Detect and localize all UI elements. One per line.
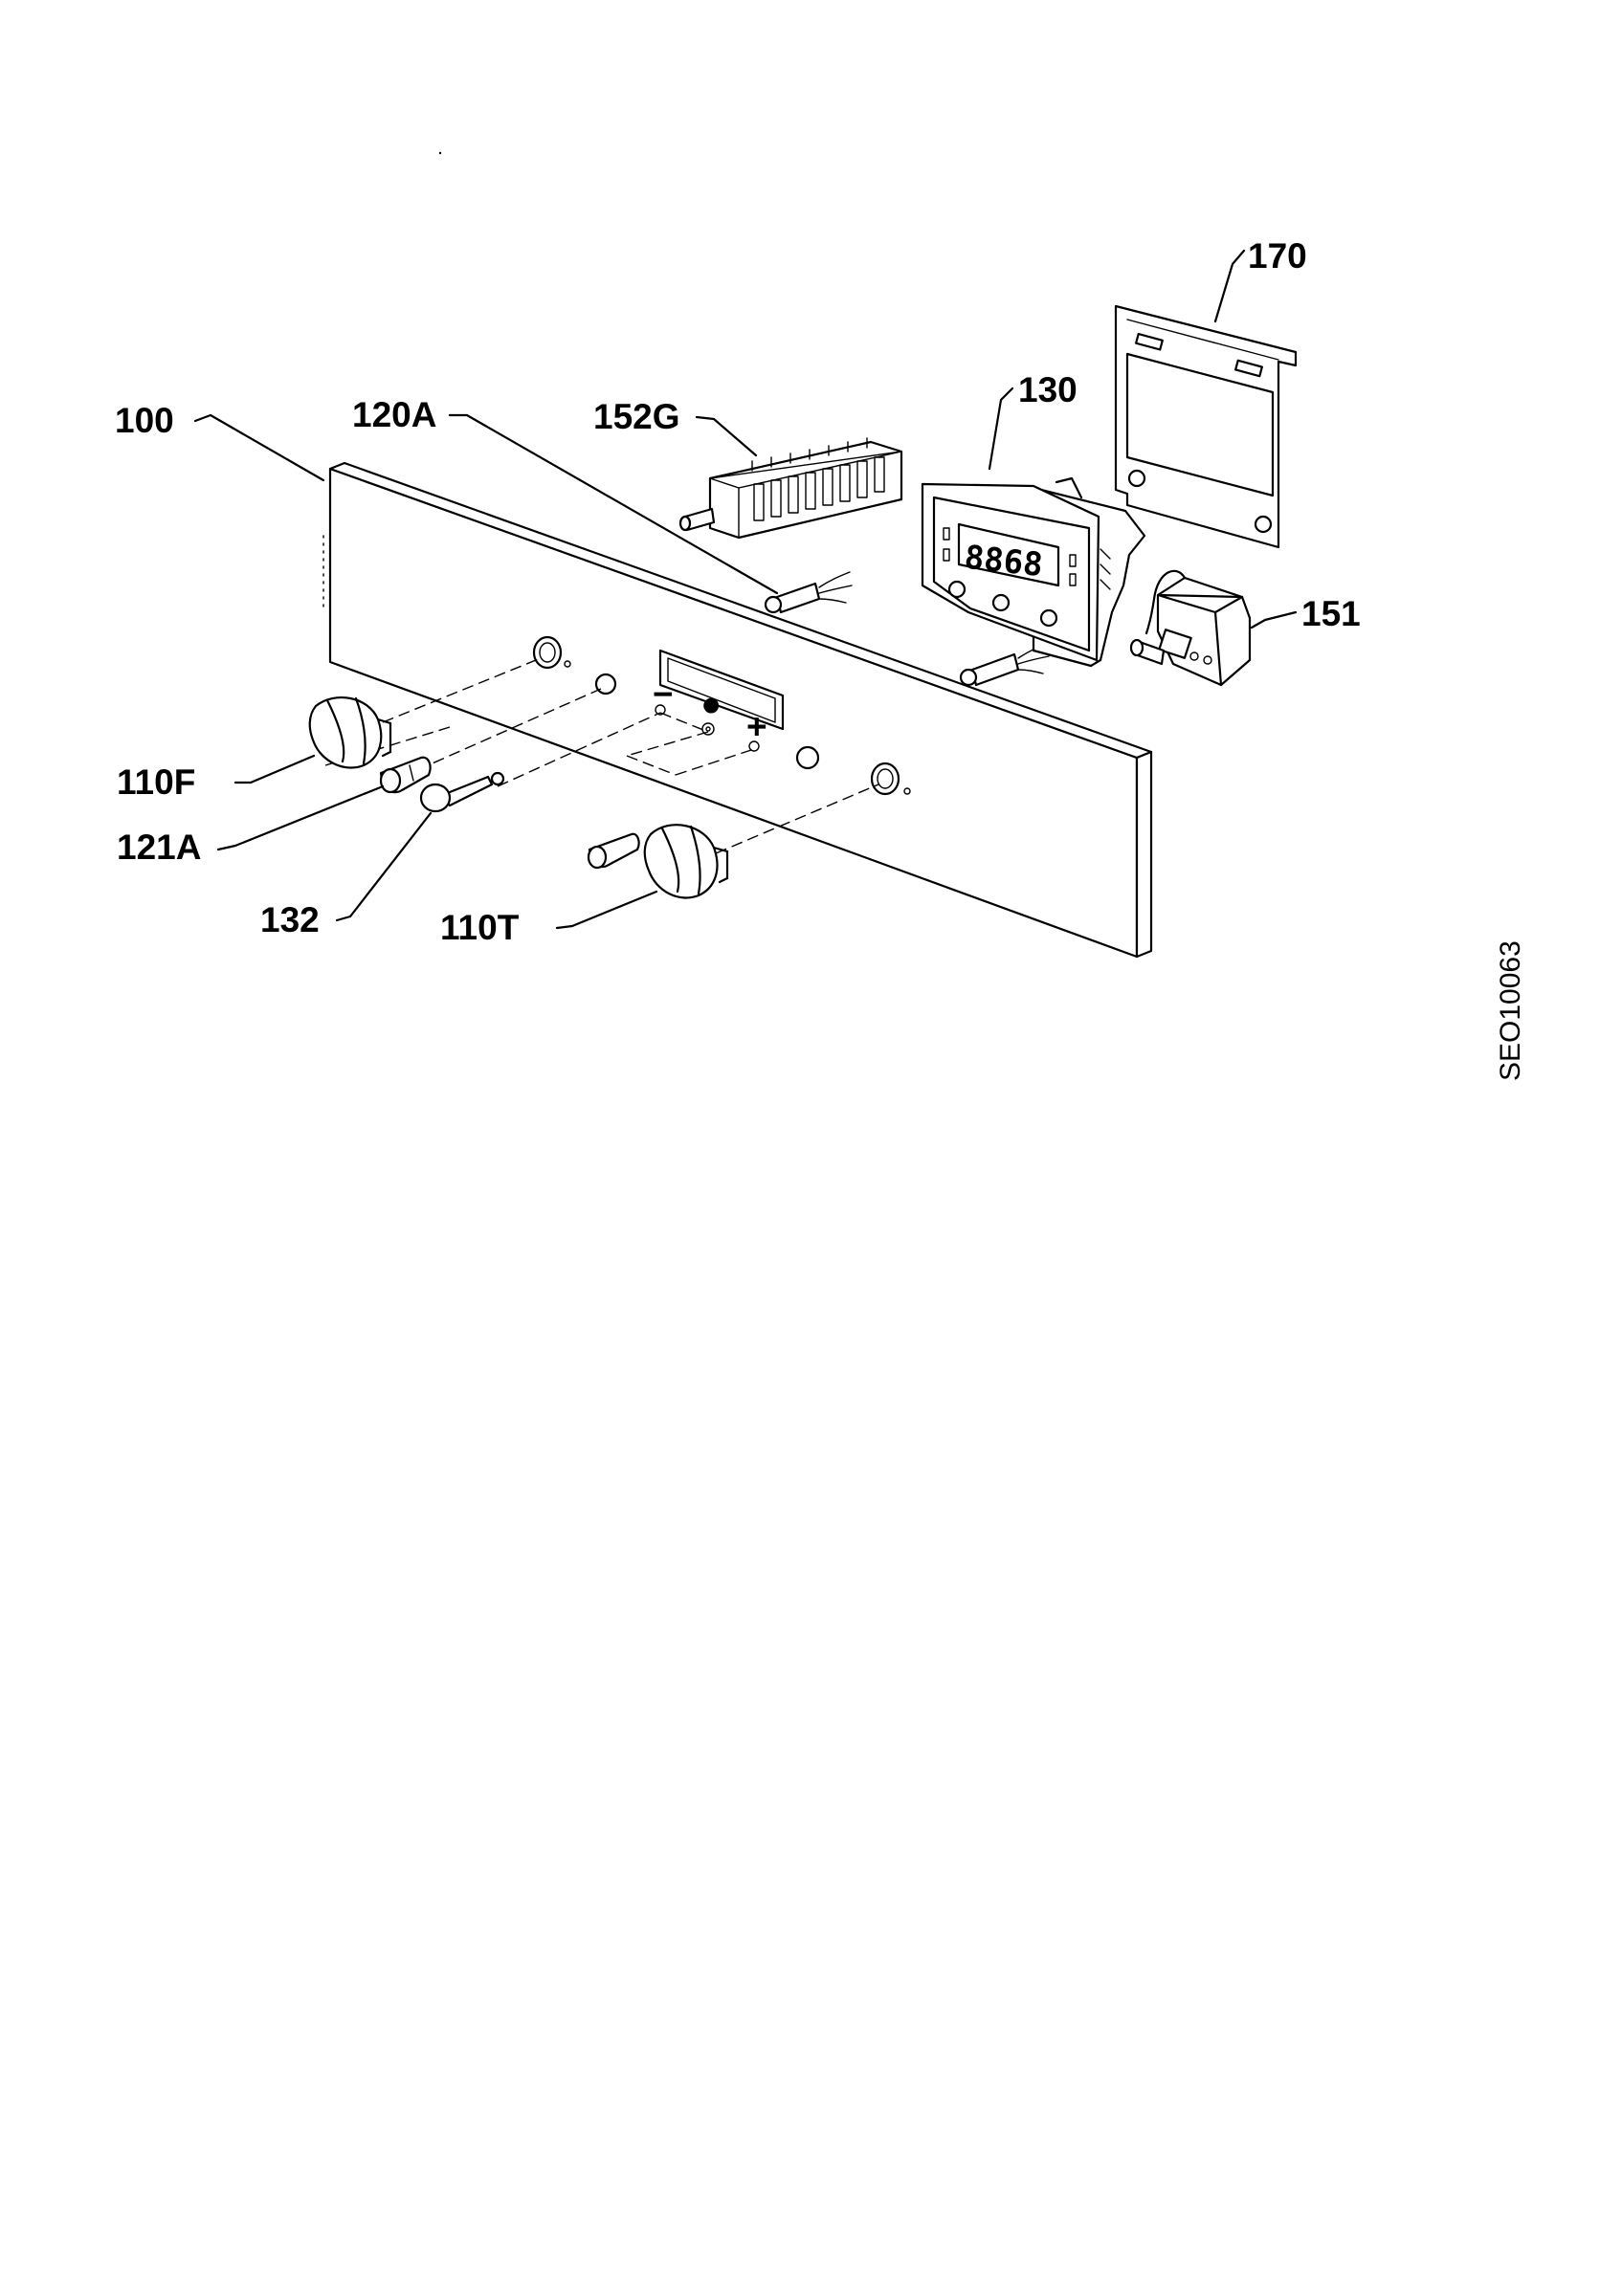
lamp-120A — [764, 571, 853, 614]
plus-symbol: + — [746, 707, 767, 746]
function-knob-110F — [308, 696, 392, 769]
label-170: 170 — [1248, 236, 1307, 276]
label-120A: 120A — [352, 395, 436, 434]
control-panel-100: − ● + — [322, 461, 1153, 959]
label-110F: 110F — [117, 762, 195, 802]
bracket-170 — [1114, 304, 1298, 549]
leader-lines — [193, 249, 1298, 930]
label-110T: 110T — [440, 908, 520, 947]
electronic-timer-130: 8868 — [921, 476, 1146, 668]
callout-labels: 100 120A 152G 130 170 151 110F 121A 132 … — [115, 236, 1361, 947]
label-130: 130 — [1018, 370, 1078, 409]
stray-dot — [438, 151, 442, 155]
label-151: 151 — [1301, 594, 1361, 633]
drawing-id: SEO10063 — [1495, 940, 1526, 1081]
knob-spindle-121A — [379, 756, 432, 794]
label-121A: 121A — [117, 828, 201, 867]
selector-switch-152G — [678, 437, 903, 540]
thermostat-151 — [1129, 569, 1252, 687]
label-132: 132 — [260, 900, 320, 939]
timer-display: 8868 — [963, 539, 1045, 585]
label-152G: 152G — [593, 397, 680, 436]
minus-symbol: − — [653, 674, 674, 714]
circle-symbol-icon: ● — [700, 684, 722, 723]
push-button-132 — [419, 771, 505, 813]
label-100: 100 — [115, 401, 174, 440]
temperature-knob-110T — [587, 824, 729, 899]
